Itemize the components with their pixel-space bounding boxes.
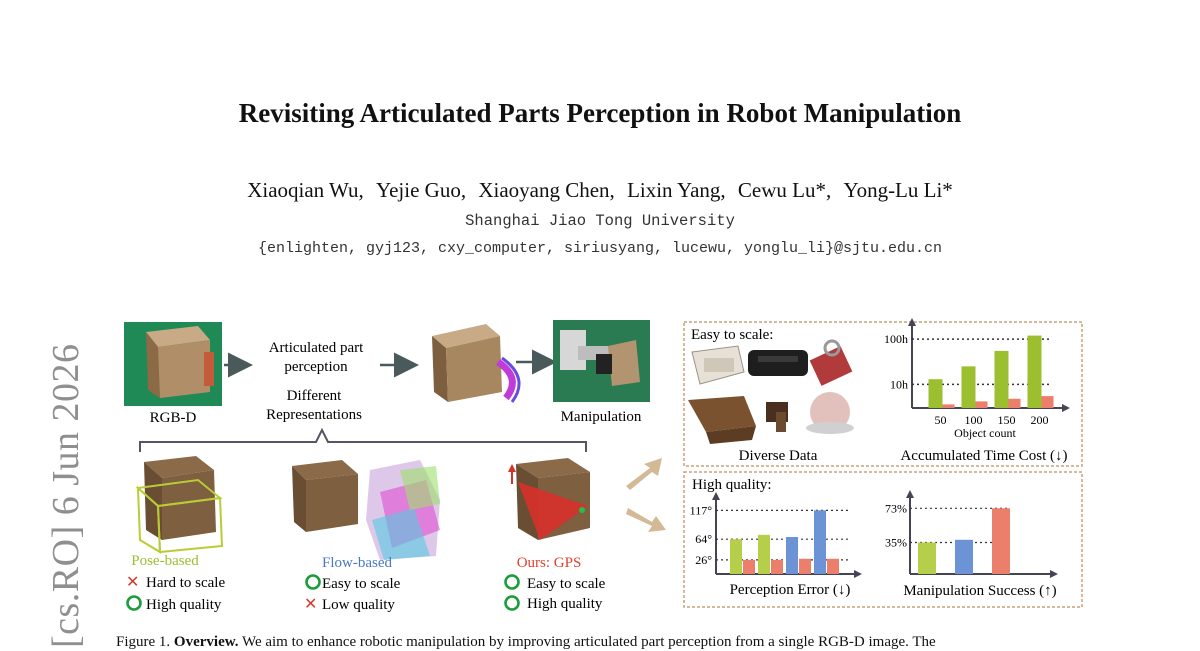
quality-panel [683,471,1083,608]
y-tick-label: 64° [695,532,712,546]
axis-arrow-icon [712,492,720,500]
method-name-flow: Flow-based [322,555,392,571]
perception-error-chart: 117° 64° 26° [690,492,862,578]
axis-arrow-icon [908,318,916,326]
axis-arrow-icon [1050,570,1058,578]
gps-image [508,458,590,540]
rgbd-label: RGB-D [150,410,197,426]
perception-error-caption: Perception Error (↓) [730,582,851,598]
scale-panel [683,321,1083,467]
arrow-icon [626,458,662,490]
flow-based-image [292,460,440,560]
check-circle-icon [504,574,520,590]
method-name-pose: Pose-based [131,553,199,569]
author: Xiaoqian Wu, [247,178,364,202]
pros-cons-item: Hard to scale [146,575,225,591]
bar [758,534,770,574]
pros-cons-item: Low quality [322,597,395,613]
x-tick-label: 200 [1031,413,1049,427]
caption-text: We aim to enhance robotic manipulation b… [241,634,936,650]
bar [992,508,1010,574]
check-circle-icon [305,574,321,590]
caption-prefix: Figure 1. [116,634,171,650]
bar [827,558,839,574]
bar [961,366,976,408]
y-tick-label: 10h [890,377,908,391]
check-circle-icon [126,595,142,611]
x-tick-label: 150 [998,413,1016,427]
time-cost-chart: 10h 100h 50 100 150 200 [884,318,1070,427]
caption-bold: Overview. [173,634,239,650]
diverse-data-label: Diverse Data [739,448,818,464]
paper-title: Revisiting Articulated Parts Perception … [238,98,962,128]
cross-icon: ✕ [304,596,317,613]
bar [730,539,742,574]
y-tick-label: 73% [885,501,907,515]
bar [1027,335,1042,408]
perception-label: perception [284,359,348,375]
axis-arrow-icon [854,570,862,578]
pros-cons-item: High quality [146,597,222,613]
y-tick-label: 35% [885,536,907,550]
bar [994,350,1009,408]
x-axis-label: Object count [954,426,1016,440]
x-tick-label: 50 [935,413,947,427]
cross-icon: ✕ [126,574,139,591]
perception-label: Articulated part [269,340,364,356]
bar [942,404,955,408]
time-cost-caption: Accumulated Time Cost (↓) [900,448,1067,464]
author: Lixin Yang, [627,178,726,202]
perceived-part-image [432,324,521,403]
manipulation-image [553,320,650,402]
representations-label: Representations [266,407,362,423]
author: Xiaoyang Chen, [478,178,615,202]
method-name-gps: Ours: GPS [517,555,582,571]
scale-panel-title: Easy to scale: [691,327,773,343]
author-emails: {enlighten, gyj123, cxy_computer, sirius… [257,240,943,257]
bar [928,379,943,408]
author: Cewu Lu*, [737,178,832,202]
rgbd-image [124,322,222,406]
manipulation-label: Manipulation [561,409,642,425]
bar [743,559,755,574]
bar [786,537,798,574]
bar [975,401,988,408]
author: Yejie Guo, [376,178,467,202]
y-tick-label: 100h [884,332,908,346]
y-tick-label: 26° [695,553,712,567]
bar [955,539,973,574]
diverse-data-images [688,339,854,444]
author: Yong-Lu Li* [843,178,953,202]
bar [799,558,811,574]
flow-pros-cons: Easy to scale ✕ Low quality [304,574,401,613]
bar [771,559,783,574]
bar [918,542,936,574]
manipulation-success-caption: Manipulation Success (↑) [903,583,1056,599]
check-circle-icon [504,595,520,611]
pros-cons-item: High quality [527,596,603,612]
representations-label: Different [287,388,343,404]
pose-pros-cons: ✕ Hard to scale High quality [126,574,225,613]
axis-arrow-icon [906,490,914,498]
bar [1008,398,1021,408]
figure-caption: Figure 1. Overview. We aim to enhance ro… [116,634,936,651]
affiliation: Shanghai Jiao Tong University [465,212,735,230]
pros-cons-item: Easy to scale [322,576,401,592]
pose-based-image [135,456,224,554]
y-tick-label: 117° [690,503,713,517]
x-tick-label: 100 [965,413,983,427]
arrow-icon [626,508,666,532]
axis-arrow-icon [1062,404,1070,412]
quality-panel-title: High quality: [692,477,772,493]
gps-pros-cons: Easy to scale High quality [504,574,606,612]
pros-cons-item: Easy to scale [527,576,606,592]
brace-icon [139,427,587,452]
bar [814,510,826,574]
author-list: Xiaoqian Wu, Yejie Guo, Xiaoyang Chen, L… [0,178,1200,203]
manipulation-success-chart: 73% 35% [885,490,1058,578]
bar [1041,396,1054,408]
